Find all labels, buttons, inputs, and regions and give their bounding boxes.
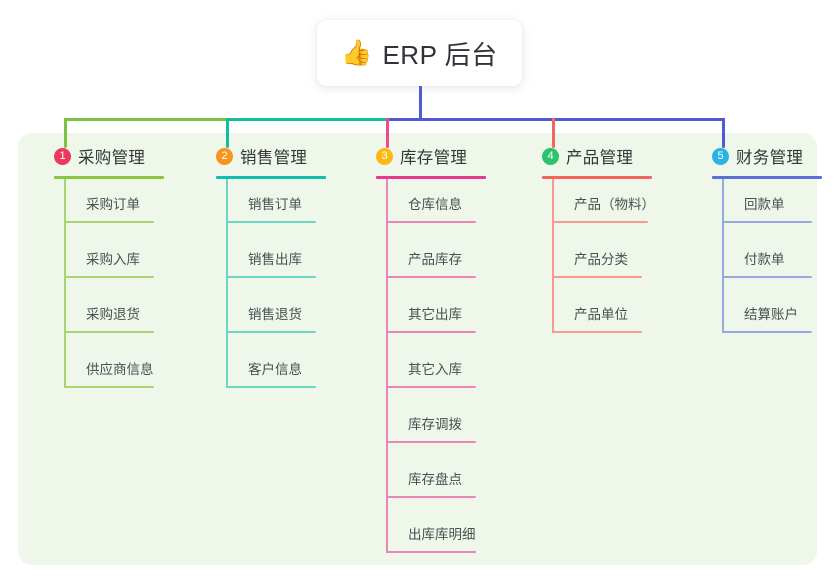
branch-spine (226, 179, 228, 388)
branch-item-label: 销售订单 (248, 197, 302, 212)
branch-item-label: 出库库明细 (408, 527, 476, 542)
branch-item-label: 销售退货 (248, 307, 302, 322)
branch-item-rule (226, 386, 316, 388)
branch-item-label: 销售出库 (248, 252, 302, 267)
branch-item-rule (64, 386, 154, 388)
root-node[interactable]: 👍 ERP 后台 (317, 20, 522, 86)
diagram-panel (18, 133, 817, 565)
branch-item-rule (226, 331, 316, 333)
branch-item-rule (552, 276, 642, 278)
branch-column-1: 1 采购管理采购订单采购入库采购退货供应商信息 (36, 145, 164, 388)
branch-title: 销售管理 (240, 149, 308, 167)
branch-item-rule (722, 276, 812, 278)
branch-item-label: 客户信息 (248, 362, 302, 377)
branch-item-label: 采购退货 (86, 307, 140, 322)
branch-number-badge: 4 (542, 147, 559, 165)
branch-spine (722, 179, 724, 333)
connector-drop-4 (552, 118, 555, 148)
branch-column-3: 3 库存管理仓库信息产品库存其它出库其它入库库存调拨库存盘点出库库明细 (358, 145, 486, 553)
connector-drop-2 (226, 118, 229, 148)
branch-item-rule (64, 331, 154, 333)
branch-column-5: 5 财务管理回款单付款单结算账户 (694, 145, 822, 333)
branch-item-label: 仓库信息 (408, 197, 462, 212)
branch-spine (386, 179, 388, 553)
branch-item-rule (386, 331, 476, 333)
branch-header-5[interactable]: 5 财务管理 (694, 145, 803, 167)
branch-item-label: 其它入库 (408, 362, 462, 377)
branch-item-rule (64, 221, 154, 223)
branch-item-label: 回款单 (744, 197, 785, 212)
branch-item-rule (386, 386, 476, 388)
branch-item-rule (64, 276, 154, 278)
connector-bar-segment-1 (64, 118, 226, 121)
branch-item-label: 付款单 (744, 252, 785, 267)
branch-column-4: 4 产品管理产品（物料） 产品分类产品单位 (524, 145, 655, 333)
branch-spine (552, 179, 554, 333)
branch-number-badge: 2 (216, 147, 233, 165)
branch-header-2[interactable]: 2 销售管理 (198, 145, 307, 167)
branch-item-rule (722, 331, 812, 333)
branch-number-badge: 1 (54, 147, 71, 165)
root-title: ERP 后台 (382, 39, 498, 70)
branch-item-rule (226, 276, 316, 278)
branch-title: 采购管理 (78, 149, 146, 167)
branch-item-label: 采购入库 (86, 252, 140, 267)
branch-title: 产品管理 (566, 149, 634, 167)
branch-item-label: 库存调拨 (408, 417, 462, 432)
branch-item-label: 供应商信息 (86, 362, 154, 377)
connector-bar-segment-2 (226, 118, 386, 121)
branch-header-rule (376, 176, 486, 179)
branch-item-label: 产品（物料） (574, 197, 655, 212)
connector-drop-5 (722, 118, 725, 148)
branch-item-label: 产品库存 (408, 252, 462, 267)
branch-column-2: 2 销售管理销售订单销售出库销售退货客户信息 (198, 145, 326, 388)
thumbs-up-icon: 👍 (341, 38, 373, 67)
branch-item-rule (552, 331, 642, 333)
branch-item-rule (386, 276, 476, 278)
branch-item-rule (386, 441, 476, 443)
connector-drop-1 (64, 118, 67, 148)
branch-header-4[interactable]: 4 产品管理 (524, 145, 633, 167)
branch-number-badge: 5 (712, 147, 729, 165)
branch-item-rule (386, 496, 476, 498)
branch-title: 库存管理 (400, 149, 468, 167)
branch-header-rule (54, 176, 164, 179)
branch-header-1[interactable]: 1 采购管理 (36, 145, 145, 167)
branch-item-label: 库存盘点 (408, 472, 462, 487)
branch-item-label: 产品分类 (574, 252, 628, 267)
branch-header-3[interactable]: 3 库存管理 (358, 145, 467, 167)
branch-item-rule (552, 221, 648, 223)
branch-number-badge: 3 (376, 147, 393, 165)
root-stem-connector (419, 84, 422, 121)
branch-header-rule (712, 176, 822, 179)
branch-title: 财务管理 (736, 149, 804, 167)
connector-drop-3 (386, 118, 389, 148)
branch-item-label: 其它出库 (408, 307, 462, 322)
branch-header-rule (216, 176, 326, 179)
branch-item-label: 产品单位 (574, 307, 628, 322)
branch-item-rule (386, 221, 476, 223)
branch-item-label: 采购订单 (86, 197, 140, 212)
branch-item-rule (226, 221, 316, 223)
connector-bar-segment-3 (386, 118, 725, 121)
branch-item-rule (386, 551, 476, 553)
branch-spine (64, 179, 66, 388)
branch-item-rule (722, 221, 812, 223)
branch-header-rule (542, 176, 652, 179)
branch-item-label: 结算账户 (744, 307, 798, 322)
